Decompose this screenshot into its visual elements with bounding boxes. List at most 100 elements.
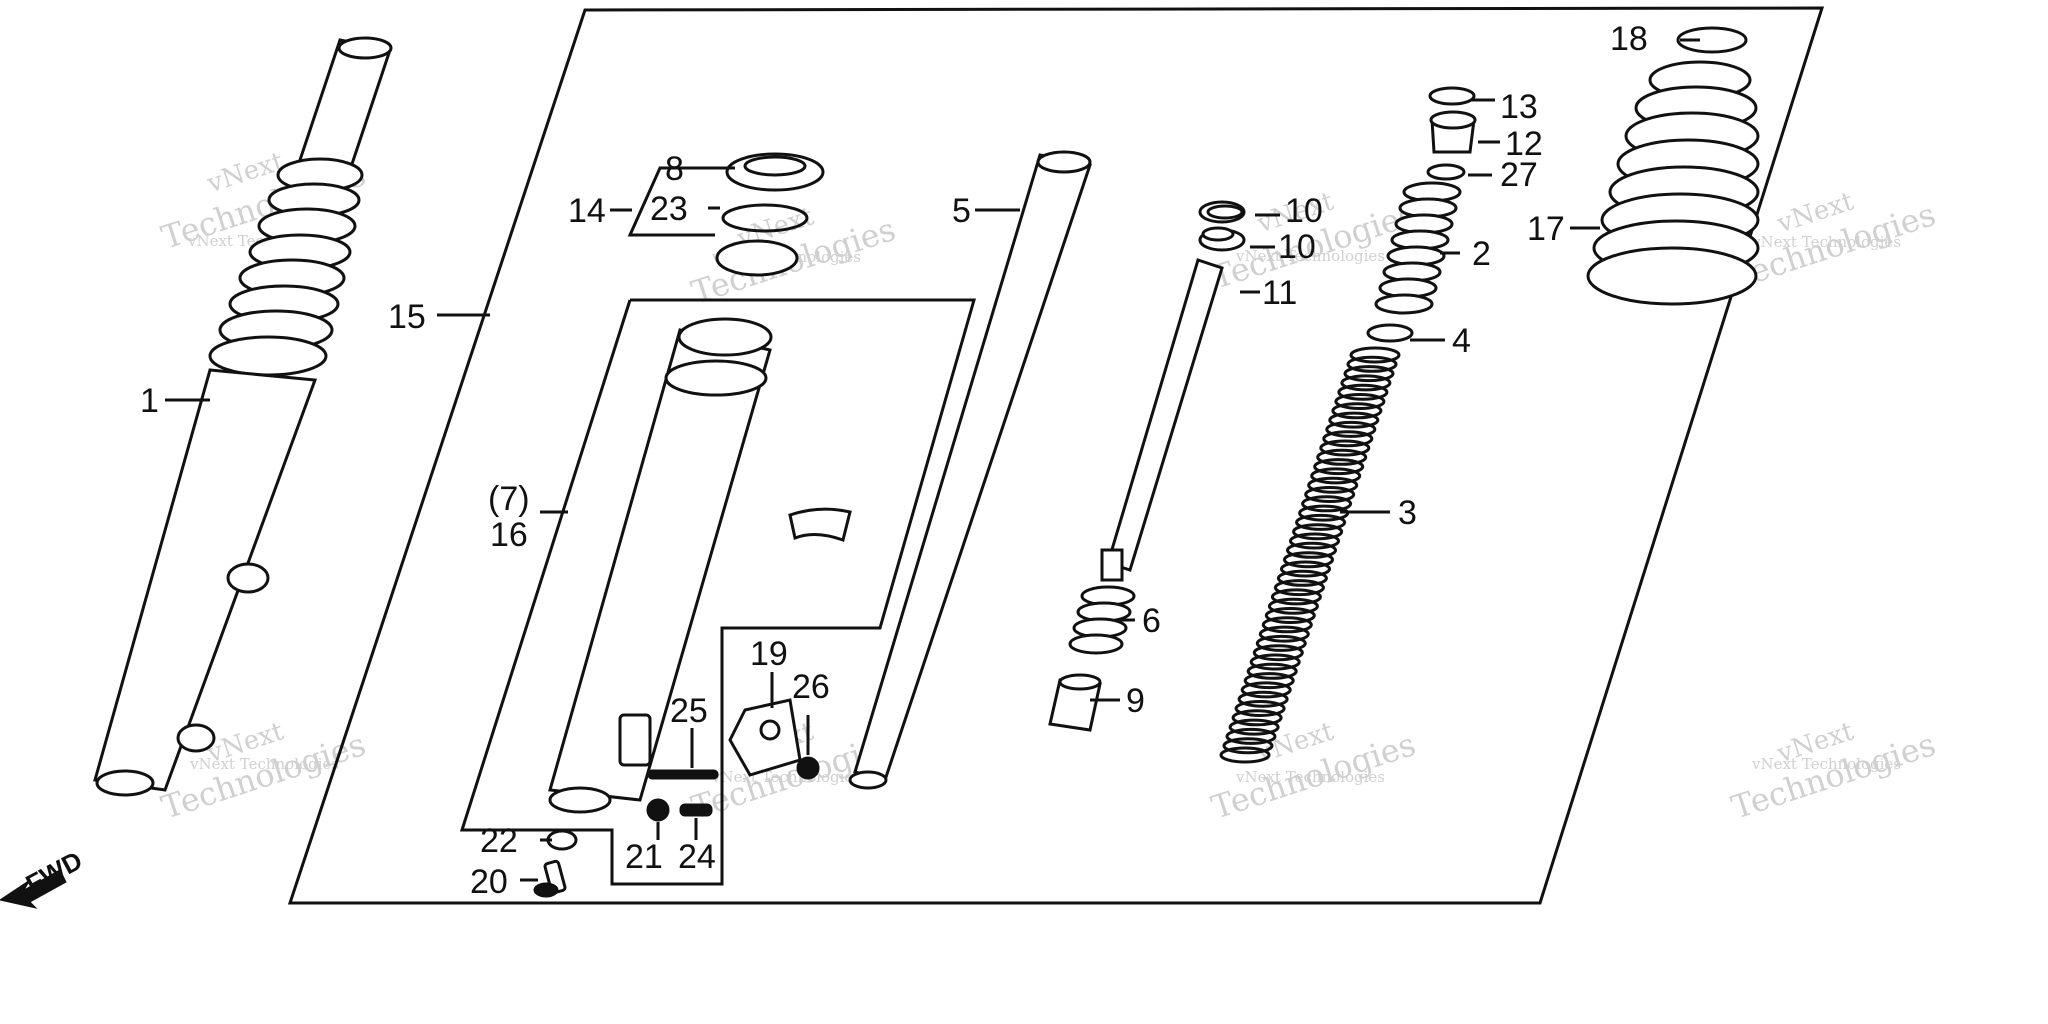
watermark-small: vNext Technologies bbox=[1751, 233, 1901, 251]
callout-22: 22 bbox=[480, 822, 518, 860]
forward-direction-indicator: FWD bbox=[0, 845, 87, 909]
callout-12: 12 bbox=[1505, 125, 1543, 163]
spring-coil bbox=[1237, 690, 1289, 708]
callout-6: 6 bbox=[1142, 602, 1161, 640]
spring-coil bbox=[1240, 681, 1292, 699]
spring-coil bbox=[1346, 355, 1398, 373]
callout-10b: 10 bbox=[1278, 228, 1316, 266]
assembly-boundary bbox=[287, 6, 1825, 905]
watermark-small: vNext Technologies bbox=[1235, 768, 1385, 786]
callout-26: 26 bbox=[792, 668, 830, 706]
fork-leg-assembly bbox=[93, 36, 393, 797]
spring-coil bbox=[1264, 607, 1316, 624]
short-spring bbox=[1374, 181, 1462, 315]
spring-coil bbox=[1289, 532, 1340, 550]
callout-2: 2 bbox=[1472, 235, 1491, 273]
fork-leg-bellows bbox=[208, 157, 364, 377]
callout-10a: 10 bbox=[1285, 192, 1323, 230]
watermark-small: vNext Technologies bbox=[1235, 247, 1385, 265]
leader-lines bbox=[165, 38, 1700, 882]
spring-coil bbox=[1249, 653, 1301, 671]
spring-coil bbox=[1267, 597, 1319, 615]
callout-4: 4 bbox=[1452, 322, 1471, 360]
inner-fork-tube bbox=[848, 150, 1092, 790]
spring-coil bbox=[1331, 402, 1383, 420]
sub-assembly-boundary bbox=[459, 298, 976, 886]
spring-coil bbox=[1261, 616, 1313, 634]
axle-holder bbox=[728, 698, 802, 777]
callout-9: 9 bbox=[1126, 682, 1145, 720]
spring-coil bbox=[1258, 625, 1310, 643]
callout-8: 8 bbox=[665, 150, 684, 188]
bolt-26 bbox=[796, 715, 820, 780]
spring-coil bbox=[1340, 374, 1392, 392]
callout-18: 18 bbox=[1610, 20, 1648, 58]
washer-10-bottom bbox=[1201, 226, 1235, 242]
watermark-small: vNext Technologies bbox=[1751, 755, 1901, 773]
spring-coil bbox=[1255, 634, 1307, 652]
washer-22 bbox=[546, 829, 578, 851]
fwd-label: FWD bbox=[21, 845, 87, 899]
washer-10-top bbox=[1206, 204, 1244, 220]
part-callouts: 1 2 3 4 5 6 (7) 8 9 10 10 11 12 13 14 15… bbox=[140, 20, 1648, 901]
bolt-24 bbox=[679, 803, 713, 817]
callout-16: 16 bbox=[490, 516, 528, 554]
spring-coil bbox=[1252, 644, 1304, 662]
spring-coil bbox=[1270, 588, 1322, 606]
spring-coil bbox=[1325, 420, 1377, 438]
spring-coil bbox=[1243, 672, 1295, 690]
watermark-small: vNext Technologies bbox=[189, 755, 339, 773]
spring-coil bbox=[1234, 700, 1286, 717]
callout-25: 25 bbox=[670, 692, 708, 730]
callout-19: 19 bbox=[750, 635, 788, 673]
oil-lock-piece bbox=[1048, 673, 1102, 732]
callout-14: 14 bbox=[568, 192, 606, 230]
spring-coil bbox=[1246, 662, 1298, 680]
spring-coil bbox=[1322, 430, 1374, 448]
spring-coil bbox=[1304, 486, 1356, 503]
spring-coil bbox=[1343, 365, 1395, 383]
spring-coil bbox=[1225, 727, 1277, 745]
spring-coil bbox=[1283, 551, 1334, 569]
watermark-small: vNext Technologies bbox=[711, 768, 861, 786]
spring-seat bbox=[1426, 86, 1477, 181]
callout-24: 24 bbox=[678, 838, 716, 876]
spring-coil bbox=[1276, 569, 1328, 587]
spring-coil bbox=[1334, 393, 1386, 410]
washer-4 bbox=[1366, 323, 1414, 343]
callout-7: (7) bbox=[488, 480, 530, 518]
stud-25 bbox=[647, 769, 719, 780]
spring-coil bbox=[1349, 346, 1401, 364]
callout-3: 3 bbox=[1398, 494, 1417, 532]
callout-5: 5 bbox=[952, 192, 971, 230]
spring-coil bbox=[1273, 579, 1325, 597]
spring-coil bbox=[1222, 737, 1274, 755]
spring-coil bbox=[1316, 448, 1368, 466]
spring-coil bbox=[1310, 467, 1362, 485]
oil-seal bbox=[715, 152, 825, 277]
callout-13: 13 bbox=[1500, 88, 1538, 126]
callout-11: 11 bbox=[1262, 274, 1297, 312]
dust-seal-segment bbox=[788, 507, 852, 542]
spring-coil bbox=[1337, 383, 1389, 401]
spring-coil bbox=[1292, 523, 1344, 541]
spring-coil bbox=[1307, 476, 1359, 494]
nut-21 bbox=[646, 798, 670, 822]
bolt-20 bbox=[533, 859, 567, 898]
spring-coil bbox=[1301, 495, 1353, 513]
spring-coil bbox=[1328, 411, 1380, 429]
watermark: vNext Technologies bbox=[687, 201, 900, 311]
spring-coil bbox=[1228, 718, 1280, 736]
callout-27: 27 bbox=[1500, 156, 1538, 194]
spring-coil bbox=[1280, 560, 1331, 578]
callout-21: 21 bbox=[625, 838, 663, 876]
callout-1: 1 bbox=[140, 382, 159, 420]
spring-coil bbox=[1219, 746, 1271, 764]
spring-coil bbox=[1231, 709, 1283, 727]
rebound-spring bbox=[1068, 585, 1136, 655]
spring-coil bbox=[1286, 541, 1337, 559]
spring-coil bbox=[1319, 439, 1371, 457]
long-fork-spring bbox=[1219, 346, 1401, 764]
fork-boot bbox=[1586, 26, 1760, 306]
